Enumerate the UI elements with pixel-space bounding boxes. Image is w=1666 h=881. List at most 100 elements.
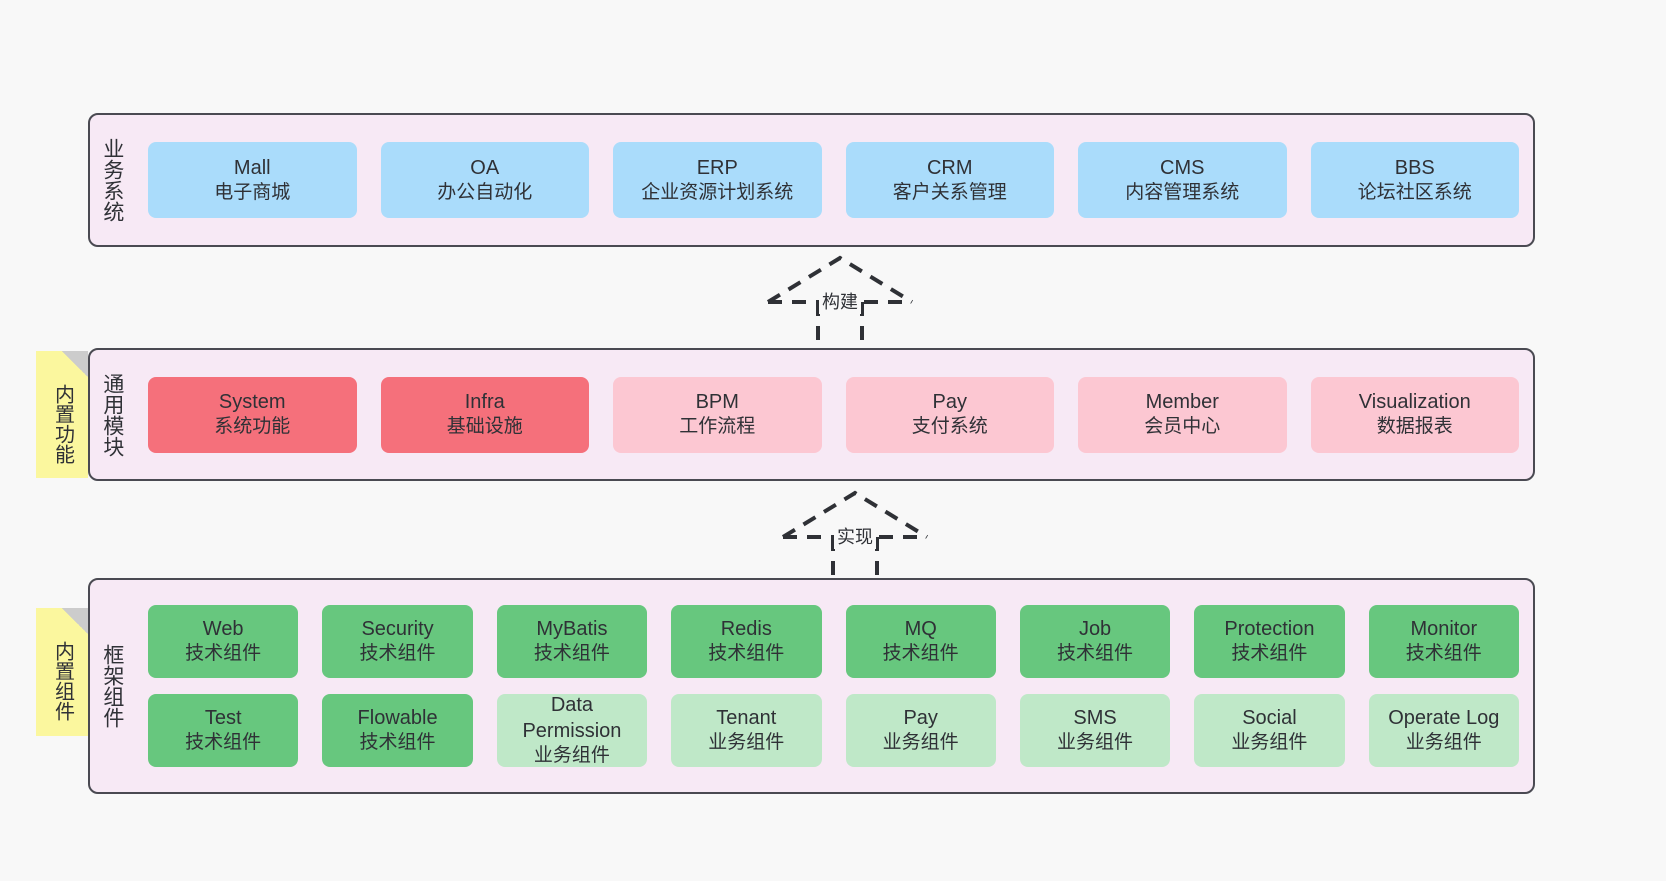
card-job[interactable]: Job 技术组件 <box>1019 605 1171 678</box>
card-subtitle: 客户关系管理 <box>892 181 1007 203</box>
card-subtitle: 技术组件 <box>882 643 959 665</box>
card-title: SMS <box>1073 707 1117 730</box>
card-test[interactable]: Test 技术组件 <box>148 694 299 767</box>
card-subtitle: 会员中心 <box>1144 416 1221 438</box>
layer-framework-components: 框架组件 Web 技术组件 Security 技术组件 MyBatis 技术组件… <box>88 578 1535 794</box>
layer-body-business: Mall 电子商城 OA 办公自动化 ERP 企业资源计划系统 CRM 客户关系… <box>134 115 1533 245</box>
card-title: Security <box>361 618 434 641</box>
layer-title-framework: 框架组件 <box>100 644 124 728</box>
card-subtitle: 业务组件 <box>882 732 959 754</box>
card-subtitle: 技术组件 <box>359 643 436 665</box>
card-subtitle: 技术组件 <box>1057 643 1134 665</box>
card-title: Operate Log <box>1388 707 1500 730</box>
connector-implement: 实现 <box>775 487 935 587</box>
card-title: Tenant <box>716 707 777 730</box>
card-title: Mall <box>233 156 271 179</box>
layer-body-framework: Web 技术组件 Security 技术组件 MyBatis 技术组件 Redi… <box>134 580 1533 792</box>
card-subtitle: 工作流程 <box>679 416 756 438</box>
card-title: Redis <box>720 618 772 641</box>
card-mq[interactable]: MQ 技术组件 <box>845 605 996 678</box>
card-subtitle: 电子商城 <box>214 181 291 203</box>
layer-common-modules: 通用模块 System 系统功能 Infra 基础设施 BPM 工作流程 Pay… <box>88 348 1535 481</box>
card-title: Data Permission <box>522 694 622 743</box>
card-title: Web <box>202 618 244 641</box>
card-title: Monitor <box>1410 618 1478 641</box>
card-title: System <box>218 391 286 414</box>
connector-build: 构建 <box>760 252 920 352</box>
card-cms[interactable]: CMS 内容管理系统 <box>1078 142 1287 218</box>
card-title: ERP <box>696 156 738 179</box>
sticky-note-builtin-components: 内置组件 <box>36 608 88 736</box>
card-subtitle: 业务组件 <box>1231 732 1308 754</box>
card-subtitle: 技术组件 <box>1231 643 1308 665</box>
card-row-business: Mall 电子商城 OA 办公自动化 ERP 企业资源计划系统 CRM 客户关系… <box>148 142 1519 218</box>
card-system[interactable]: System 系统功能 <box>148 376 357 453</box>
card-subtitle: 技术组件 <box>533 643 610 665</box>
card-title: Social <box>1242 707 1297 730</box>
connector-label-build: 构建 <box>819 288 861 314</box>
card-subtitle: 技术组件 <box>185 732 262 754</box>
layer-business-systems: 业务系统 Mall 电子商城 OA 办公自动化 ERP 企业资源计划系统 CRM… <box>88 113 1535 247</box>
card-mall[interactable]: Mall 电子商城 <box>148 142 357 218</box>
card-sms[interactable]: SMS 业务组件 <box>1019 694 1171 767</box>
layer-title-modules: 通用模块 <box>100 372 124 457</box>
card-crm[interactable]: CRM 客户关系管理 <box>845 142 1054 218</box>
card-row-modules: System 系统功能 Infra 基础设施 BPM 工作流程 Pay 支付系统… <box>148 376 1519 453</box>
card-social[interactable]: Social 业务组件 <box>1194 694 1345 767</box>
card-subtitle: 业务组件 <box>1405 732 1482 754</box>
connector-label-implement: 实现 <box>834 523 876 549</box>
card-title: Job <box>1078 618 1112 641</box>
card-web[interactable]: Web 技术组件 <box>148 605 299 678</box>
card-operate-log[interactable]: Operate Log 业务组件 <box>1368 694 1519 767</box>
card-row-business-components: Test 技术组件 Flowable 技术组件 Data Permission … <box>148 694 1519 767</box>
card-pay-business[interactable]: Pay 业务组件 <box>845 694 996 767</box>
card-data-permission[interactable]: Data Permission 业务组件 <box>496 694 648 767</box>
card-security[interactable]: Security 技术组件 <box>322 605 473 678</box>
card-monitor[interactable]: Monitor 技术组件 <box>1368 605 1519 678</box>
card-member[interactable]: Member 会员中心 <box>1078 376 1287 453</box>
card-visualization[interactable]: Visualization 数据报表 <box>1310 376 1519 453</box>
card-mybatis[interactable]: MyBatis 技术组件 <box>496 605 648 678</box>
card-title: Visualization <box>1358 391 1471 414</box>
card-subtitle: 技术组件 <box>359 732 436 754</box>
card-title: Flowable <box>357 707 438 730</box>
card-subtitle: 业务组件 <box>1057 732 1134 754</box>
sticky-label: 内置组件 <box>51 641 74 721</box>
card-infra[interactable]: Infra 基础设施 <box>380 376 589 453</box>
card-subtitle: 系统功能 <box>214 416 291 438</box>
layer-title-business: 业务系统 <box>100 138 124 222</box>
card-tenant[interactable]: Tenant 业务组件 <box>671 694 822 767</box>
card-row-tech-components: Web 技术组件 Security 技术组件 MyBatis 技术组件 Redi… <box>148 605 1519 678</box>
sticky-fold-icon <box>62 351 88 377</box>
card-subtitle: 企业资源计划系统 <box>641 181 794 203</box>
card-title: MyBatis <box>536 618 608 641</box>
sticky-note-builtin-features: 内置功能 <box>36 351 88 478</box>
card-title: Pay <box>903 707 938 730</box>
card-bpm[interactable]: BPM 工作流程 <box>613 376 822 453</box>
card-subtitle: 内容管理系统 <box>1125 181 1240 203</box>
card-subtitle: 数据报表 <box>1376 416 1453 438</box>
card-subtitle: 业务组件 <box>533 745 610 767</box>
card-subtitle: 业务组件 <box>708 732 785 754</box>
card-title: Test <box>204 707 242 730</box>
card-protection[interactable]: Protection 技术组件 <box>1194 605 1345 678</box>
card-subtitle: 技术组件 <box>708 643 785 665</box>
card-title: MQ <box>904 618 937 641</box>
card-flowable[interactable]: Flowable 技术组件 <box>322 694 473 767</box>
card-oa[interactable]: OA 办公自动化 <box>380 142 589 218</box>
card-erp[interactable]: ERP 企业资源计划系统 <box>613 142 822 218</box>
card-subtitle: 支付系统 <box>911 416 988 438</box>
card-redis[interactable]: Redis 技术组件 <box>671 605 822 678</box>
card-subtitle: 技术组件 <box>185 643 262 665</box>
card-title: CRM <box>926 156 973 179</box>
card-pay[interactable]: Pay 支付系统 <box>845 376 1054 453</box>
card-title: Infra <box>464 391 505 414</box>
card-title: BBS <box>1394 156 1435 179</box>
card-subtitle: 论坛社区系统 <box>1357 181 1472 203</box>
layer-body-modules: System 系统功能 Infra 基础设施 BPM 工作流程 Pay 支付系统… <box>134 350 1533 479</box>
card-bbs[interactable]: BBS 论坛社区系统 <box>1310 142 1519 218</box>
card-subtitle: 技术组件 <box>1405 643 1482 665</box>
card-title: Protection <box>1224 618 1315 641</box>
card-subtitle: 基础设施 <box>446 416 523 438</box>
